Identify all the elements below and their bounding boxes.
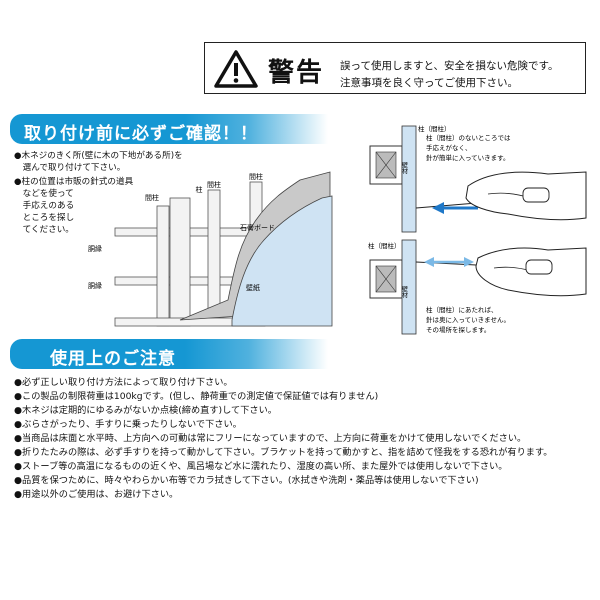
bottom-callout-3: その場所を探します。 [426,325,490,334]
label-stud-2: 間柱 [207,180,221,189]
usage-note-5: ●当商品は床面と水平時、上方向への可動は常にフリーになっていますので、上方向に荷… [14,433,527,444]
label-furring-2: 胴縁 [88,281,102,290]
usage-note-1: ●必ず正しい取り付け方法によって取り付け下さい。 [14,377,233,388]
install-check-line-2: 選んで取り付けて下さい。 [14,163,126,173]
top-callout-3: 針が簡単に入っていきます。 [426,153,510,162]
label-furring-1: 胴縁 [88,244,102,253]
warning-title: 警告 [268,58,325,88]
install-check-line-7: てください。 [14,225,74,235]
warning-box [204,42,586,94]
usage-note-7: ●ストーブ等の高温になるものの近くや、風呂場など水に濡れたり、湿度の高い所、また… [14,461,508,472]
label-gypsum-board: 石膏ボード [240,223,275,232]
wall-structure-diagram: 柱 間柱 間柱 間柱 胴縁 胴縁 石膏ボード 壁紙 [88,171,333,327]
warning-line-1: 誤って使用しますと、安全を損ない危険です。 [340,60,559,72]
top-callout-2: 手応えがなく、 [426,143,472,152]
bottom-label-wall: 壁材 [401,285,408,298]
usage-note-6: ●折りたたみの際は、必ず手すりを持って動かして下さい。ブラケットを持って動かすと… [14,447,553,458]
warning-triangle-icon [214,50,258,88]
usage-note-2: ●この製品の制限荷重は100kgです。(但し、静荷重での測定値で保証値では有りま… [14,391,379,402]
bottom-label-pillar: 柱（間柱） [368,241,401,250]
install-check-line-3: ●柱の位置は市販の針式の道具 [14,177,134,187]
install-check-banner: 取り付け前に必ずご確認！！ [10,114,328,144]
top-callout-1: 柱（間柱）のないところでは [426,133,511,142]
label-stud-3: 間柱 [249,172,263,181]
top-label-pillar: 柱（間柱） [418,124,451,133]
install-check-line-4: などを使って [14,189,74,199]
warning-line-2: 注意事項を良く守ってご使用下さい。 [340,77,518,89]
install-check-line-1: ●木ネジのきく所(壁に木の下地がある所)を [14,151,183,161]
needle-diagram-top: 柱（間柱） 壁材 柱（間柱）のないところでは 手応えがなく、 針が簡単に入ってい… [369,124,587,233]
label-pillar: 柱 [196,185,203,194]
usage-note-3: ●木ネジは定期的にゆるみがないか点検(締め直す)して下さい。 [14,405,277,416]
usage-notes-banner: 使用上のご注意 [10,339,328,369]
install-check-line-6: ところを探し [14,213,75,223]
label-wallpaper: 壁紙 [246,283,260,292]
bottom-callout-2: 針は奥に入っていきません。 [426,315,510,324]
usage-note-8: ●品質を保つために、時々やわらかい布等でカラ拭きして下さい。(水拭きや洗剤・薬品… [14,475,479,486]
install-check-line-5: 手応えのある [14,201,75,211]
usage-note-4: ●ぶらさがったり、手すりに乗ったりしないで下さい。 [14,419,242,430]
label-stud-1: 間柱 [145,193,159,202]
bottom-callout-1: 柱（間柱）にあたれば、 [426,305,498,314]
usage-note-9: ●用途以外のご使用は、お避け下さい。 [14,489,179,500]
top-label-wall: 壁材 [401,161,408,174]
needle-diagram-bottom: 柱（間柱） 壁材 柱（間柱）にあたれば、 針は奥に入っていきません。 その場所を… [368,239,587,335]
